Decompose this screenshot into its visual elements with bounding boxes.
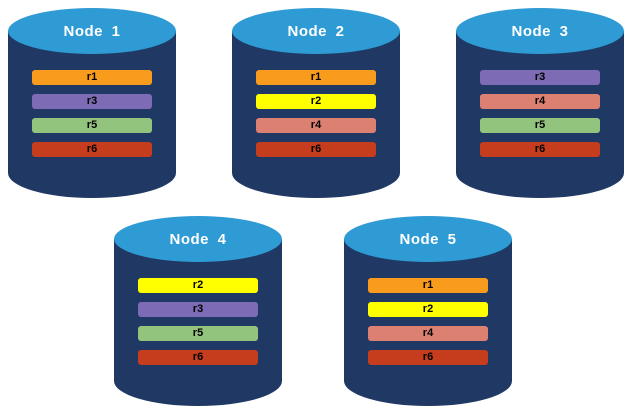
replica-list: r2 r3 r5 r6 bbox=[114, 278, 282, 365]
replica-bar-r6: r6 bbox=[480, 142, 600, 157]
replica-bar-r1: r1 bbox=[256, 70, 376, 85]
replica-bar-r2: r2 bbox=[138, 278, 258, 293]
replica-bar-r3: r3 bbox=[480, 70, 600, 85]
replica-bar-r2: r2 bbox=[256, 94, 376, 109]
node-title: Node 1 bbox=[8, 8, 176, 54]
cylinder-body bbox=[232, 31, 400, 198]
replica-list: r1 r2 r4 r6 bbox=[344, 278, 512, 365]
replica-bar-r4: r4 bbox=[368, 326, 488, 341]
replica-list: r1 r3 r5 r6 bbox=[8, 70, 176, 157]
node-title: Node 2 bbox=[232, 8, 400, 54]
replica-bar-r5: r5 bbox=[32, 118, 152, 133]
node-3: Node 3 r3 r4 r5 r6 bbox=[456, 8, 624, 198]
replica-bar-r5: r5 bbox=[480, 118, 600, 133]
replica-bar-r1: r1 bbox=[32, 70, 152, 85]
node-1: Node 1 r1 r3 r5 r6 bbox=[8, 8, 176, 198]
replica-bar-r6: r6 bbox=[32, 142, 152, 157]
cylinder-body bbox=[114, 239, 282, 406]
replica-bar-r6: r6 bbox=[138, 350, 258, 365]
replica-bar-r5: r5 bbox=[138, 326, 258, 341]
replica-bar-r1: r1 bbox=[368, 278, 488, 293]
node-title: Node 5 bbox=[344, 216, 512, 262]
cylinder-body bbox=[8, 31, 176, 198]
replica-bar-r4: r4 bbox=[480, 94, 600, 109]
replica-bar-r3: r3 bbox=[138, 302, 258, 317]
cylinder-body bbox=[456, 31, 624, 198]
replica-list: r1 r2 r4 r6 bbox=[232, 70, 400, 157]
replica-bar-r6: r6 bbox=[368, 350, 488, 365]
node-2: Node 2 r1 r2 r4 r6 bbox=[232, 8, 400, 198]
replica-bar-r4: r4 bbox=[256, 118, 376, 133]
node-5: Node 5 r1 r2 r4 r6 bbox=[344, 216, 512, 406]
node-title: Node 4 bbox=[114, 216, 282, 262]
replica-bar-r6: r6 bbox=[256, 142, 376, 157]
replica-list: r3 r4 r5 r6 bbox=[456, 70, 624, 157]
replica-bar-r2: r2 bbox=[368, 302, 488, 317]
node-title: Node 3 bbox=[456, 8, 624, 54]
replica-bar-r3: r3 bbox=[32, 94, 152, 109]
cylinder-body bbox=[344, 239, 512, 406]
node-4: Node 4 r2 r3 r5 r6 bbox=[114, 216, 282, 406]
